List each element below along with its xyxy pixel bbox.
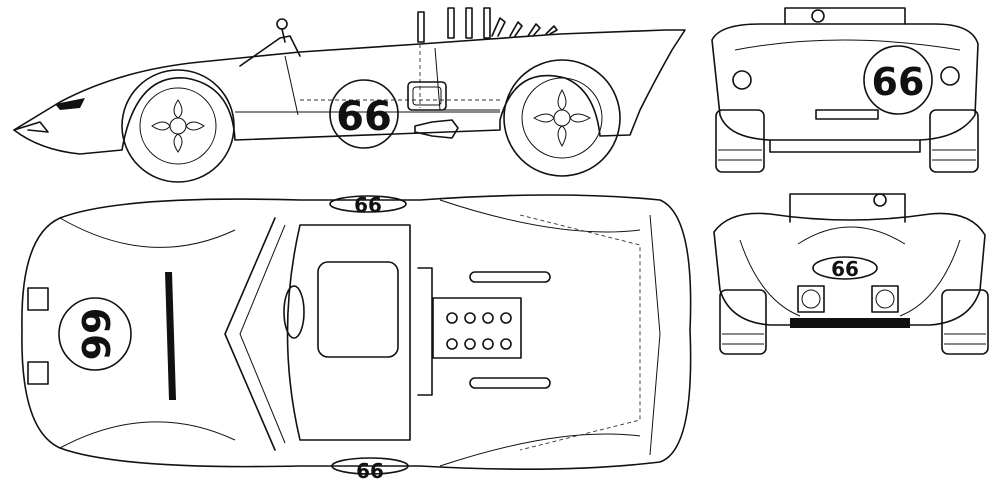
side-windscreen — [239, 35, 301, 67]
side-view: 66 — [13, 7, 686, 183]
side-roundel — [329, 79, 399, 149]
front-race-number: 66 — [831, 257, 859, 281]
top-nose-seam — [165, 272, 176, 400]
rear-plate — [815, 109, 879, 120]
top-windscreen — [224, 217, 276, 451]
side-race-number: 66 — [336, 94, 392, 140]
side-exhaust — [414, 119, 459, 139]
top-race-number: 66 — [73, 308, 117, 361]
rear-tyre-left — [715, 109, 765, 173]
top-steering-wheel — [283, 285, 305, 339]
front-tyre-right — [941, 289, 989, 355]
top-race-number-upper: 66 — [354, 193, 382, 217]
front-tyre-left — [719, 289, 767, 355]
rear-rollbar — [784, 7, 906, 25]
side-nose-detail — [13, 121, 49, 133]
rear-body-outline — [711, 23, 979, 141]
rear-tyre-right — [929, 109, 979, 173]
top-nose-vent-lower — [27, 361, 49, 385]
top-roundel — [58, 297, 132, 371]
side-intake-stacks — [417, 7, 558, 43]
top-seat — [317, 261, 399, 358]
side-body-outline — [13, 29, 686, 155]
side-rear-wheel — [503, 59, 621, 177]
top-nose-vent-upper — [27, 287, 49, 311]
side-vent — [407, 81, 447, 111]
front-roundel — [812, 256, 878, 280]
top-engine-block — [432, 297, 522, 359]
top-view: 66 66 66 — [21, 193, 692, 482]
rear-view: 66 — [711, 7, 979, 173]
rear-roundel — [863, 45, 933, 115]
side-mirror — [276, 18, 288, 30]
side-front-wheel — [121, 69, 235, 183]
rear-light-left — [732, 70, 752, 90]
top-engine-intakes — [446, 312, 512, 350]
top-race-number-lower: 66 — [356, 459, 384, 482]
rear-race-number: 66 — [872, 60, 925, 104]
top-exhaust-upper — [469, 271, 551, 283]
top-rollbar — [417, 267, 433, 396]
rear-light-right — [940, 66, 960, 86]
top-body-outline — [21, 194, 692, 470]
front-splitter — [790, 318, 910, 328]
front-headlight-left — [797, 285, 825, 313]
front-body-outline — [713, 212, 986, 326]
front-headlight-right — [871, 285, 899, 313]
top-cockpit — [286, 224, 411, 441]
side-nose-intake — [55, 98, 85, 110]
front-view: 66 — [713, 193, 989, 355]
front-rollbar — [789, 193, 906, 223]
top-exhaust-lower — [469, 377, 551, 389]
